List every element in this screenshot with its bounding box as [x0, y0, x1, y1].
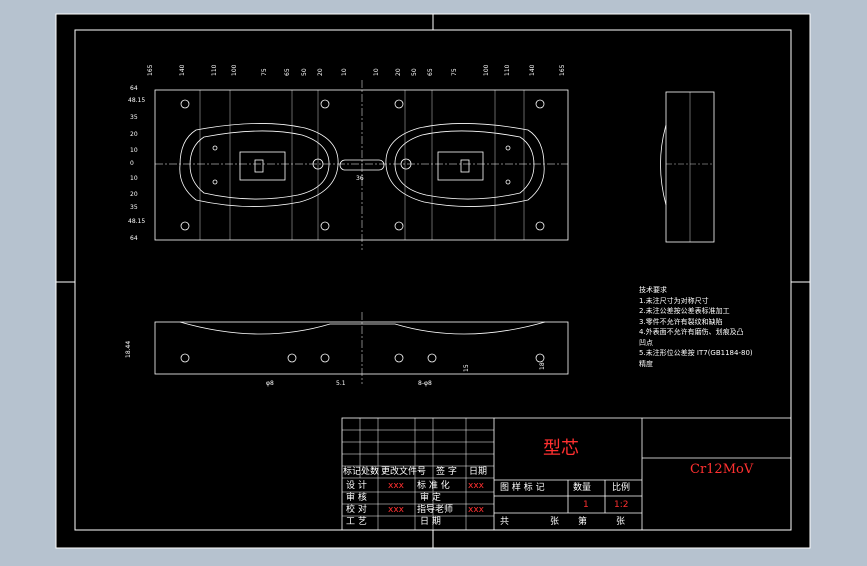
- left-cavity-outline: [179, 123, 339, 207]
- dim-left: 20: [130, 131, 138, 138]
- rev-header: 处数: [361, 467, 380, 477]
- tech-note-item: 凹点: [639, 338, 653, 347]
- dim-left: 10: [130, 175, 138, 182]
- rev-header: 标记: [343, 467, 362, 477]
- sheet-unit: 张: [616, 517, 626, 527]
- red-mark: xxx: [388, 505, 404, 515]
- dim-front-bottom: φ8: [266, 380, 274, 387]
- top-view-guides: [199, 90, 525, 240]
- right-insert-rect: [437, 151, 484, 181]
- tech-note-item: 4.外表面不允许有磨伤、划痕及凸: [639, 328, 744, 336]
- dim-left: 35: [130, 114, 138, 121]
- dim-top: 75: [451, 68, 458, 76]
- sheet-no: 第: [578, 517, 588, 527]
- rev-header: 签 字: [436, 467, 457, 477]
- row-approve: 审 定: [420, 493, 441, 503]
- dim-top: 140: [529, 64, 536, 76]
- top-view-holes: [180, 99, 545, 231]
- top-view: [154, 80, 569, 250]
- part-name: 型芯: [543, 438, 579, 459]
- sheet-total: 共: [500, 517, 510, 527]
- dim-top: 10: [373, 68, 380, 76]
- dim-front-height: 18.44: [125, 340, 132, 358]
- dim-top: 65: [427, 68, 434, 76]
- row-process: 工 艺: [346, 517, 367, 527]
- rev-header: 更改文件号: [381, 467, 427, 477]
- dim-top: 110: [504, 64, 511, 76]
- front-view: [154, 312, 569, 384]
- red-mark: xxx: [468, 505, 484, 515]
- right-insert-slot: [460, 159, 470, 173]
- dim-top: 65: [284, 68, 291, 76]
- left-cavity-inner: [189, 130, 330, 200]
- right-cavity-inner: [394, 130, 535, 200]
- rev-header: 日期: [469, 467, 488, 477]
- dim-top: 20: [395, 68, 402, 76]
- tech-notes: 技术要求 1.未注尺寸为对称尺寸 2.未注公差按公差表标准加工 3.零件不允许有…: [639, 285, 753, 369]
- grid-header: 比例: [612, 483, 631, 493]
- row-proofread: 校 对: [346, 505, 367, 515]
- row-design: 设 计: [346, 481, 367, 491]
- side-view-profile: [660, 124, 667, 206]
- left-insert-slot: [254, 159, 264, 173]
- dim-front-right: 18: [539, 362, 546, 370]
- dim-top: 75: [261, 68, 268, 76]
- dim-top: 20: [317, 68, 324, 76]
- dim-top: 100: [483, 64, 490, 76]
- row-date: 日 期: [420, 517, 441, 527]
- left-insert-rect: [239, 151, 286, 181]
- top-view-outline: [154, 89, 569, 241]
- quantity-value: 1: [583, 500, 589, 510]
- dim-left: 48.15: [128, 218, 146, 225]
- dim-top: 110: [211, 64, 218, 76]
- dim-top: 100: [231, 64, 238, 76]
- front-view-profile: [179, 321, 546, 335]
- dim-center-width: 36: [356, 175, 364, 182]
- red-mark: xxx: [468, 481, 484, 491]
- tech-note-item: 1.未注尺寸为对称尺寸: [639, 296, 709, 305]
- dim-front-bottom: 5.1: [336, 380, 346, 387]
- dim-front-right: 15: [463, 364, 470, 372]
- sheet-unit: 张: [550, 517, 560, 527]
- dim-front-bottom: 8-φ8: [418, 380, 432, 387]
- dim-left: 35: [130, 204, 138, 211]
- dim-left: 0: [130, 160, 134, 167]
- row-standard: 标 准 化: [417, 481, 450, 491]
- title-block: [341, 417, 792, 531]
- dim-left: 48.15: [128, 97, 146, 104]
- dim-left-extra: 64: [130, 85, 138, 92]
- dim-top: 10: [341, 68, 348, 76]
- side-view: [660, 91, 715, 243]
- title-block-frame: [341, 417, 792, 531]
- front-view-holes: [180, 353, 545, 363]
- dim-left: 20: [130, 191, 138, 198]
- tech-note-item: 精度: [639, 359, 653, 368]
- front-view-outline: [154, 321, 569, 375]
- dim-top: 50: [301, 68, 308, 76]
- dim-top: 165: [559, 64, 566, 76]
- dim-left: 10: [130, 147, 138, 154]
- grid-header: 图 样 标 记: [500, 483, 545, 493]
- right-cavity-outline: [385, 123, 545, 207]
- grid-header: 数量: [573, 483, 592, 493]
- material: Cr12MoV: [690, 462, 754, 477]
- row-chief: 指导老师: [417, 505, 454, 515]
- red-mark: xxx: [388, 481, 404, 491]
- dim-top: 50: [411, 68, 418, 76]
- runner-slot: [339, 159, 385, 171]
- row-review: 审 核: [346, 493, 367, 503]
- dim-top: 165: [147, 64, 154, 76]
- tech-note-item: 5.未注形位公差按 IT7(GB1184-80): [639, 349, 753, 357]
- dim-top: 140: [179, 64, 186, 76]
- tech-note-item: 3.零件不允许有裂纹和缺陷: [639, 317, 723, 326]
- tech-note-item: 2.未注公差按公差表标准加工: [639, 307, 730, 315]
- dim-left-extra: 64: [130, 235, 138, 242]
- tech-notes-title: 技术要求: [639, 286, 667, 294]
- scale-value: 1:2: [614, 500, 629, 510]
